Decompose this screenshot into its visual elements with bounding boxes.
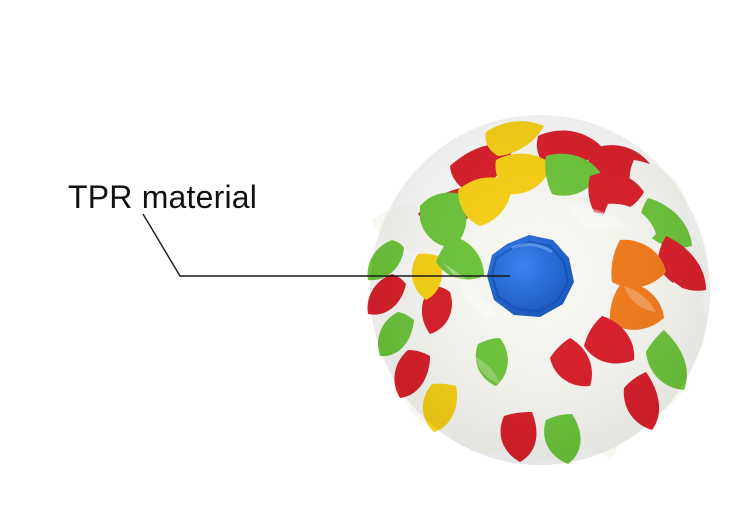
callout-leader-line [142,213,510,277]
snuffle-ball [367,115,710,465]
tpr-material-label: TPR material [68,179,258,215]
